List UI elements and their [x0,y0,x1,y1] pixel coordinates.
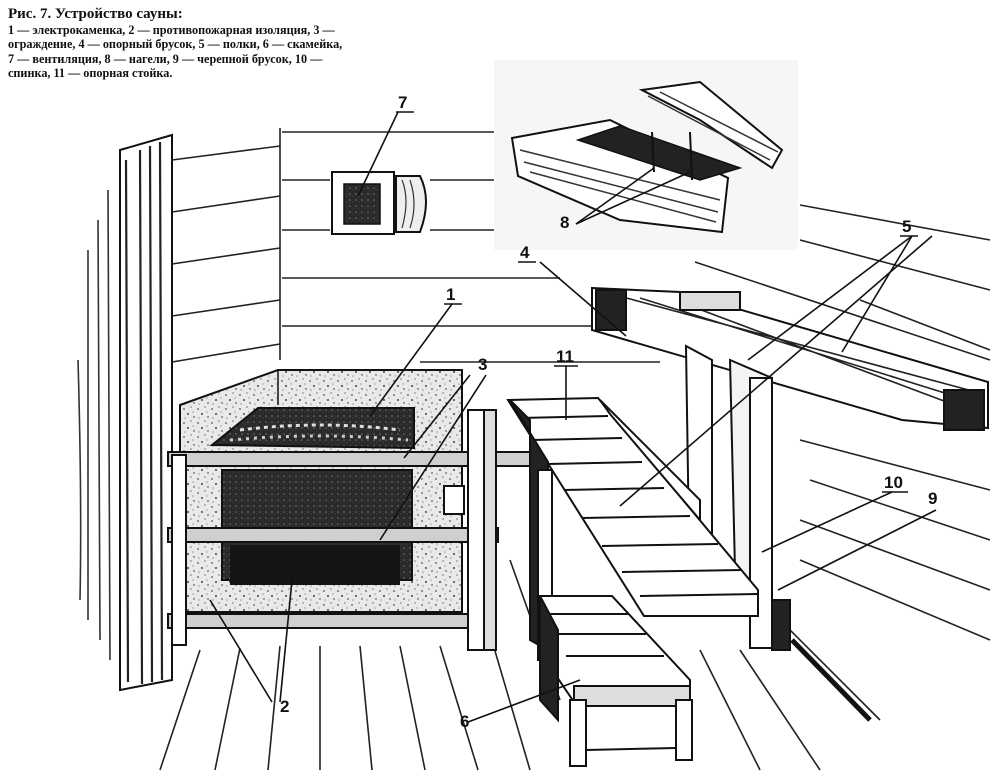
label-11: 11 [556,347,574,366]
floor-stick [790,638,872,722]
label-1: 1 [446,285,455,304]
label-5: 5 [902,217,911,236]
caption-title: Рис. 7. Устройство сауны: [8,6,183,22]
part-labels: 1 2 3 4 5 6 7 8 9 10 11 [280,93,937,731]
heater-guard [167,409,541,651]
label-7: 7 [398,93,407,112]
wall-boards [171,128,991,363]
label-3: 3 [478,355,487,374]
label-6: 6 [460,712,469,731]
label-4: 4 [520,243,530,262]
electric-heater [209,407,415,585]
wall-socket [443,485,465,515]
figure-caption: Рис. 7. Устройство сауны: 1 — электрокам… [8,6,348,80]
dowel-detail-inset [494,60,798,250]
label-9: 9 [928,489,937,508]
leader-lines [209,111,937,723]
ventilation-vent [331,171,427,235]
caption-legend: 1 — электрокаменка, 2 — противопожарная … [8,23,343,80]
small-bench [539,595,693,767]
label-8: 8 [560,213,569,232]
label-10: 10 [884,473,903,492]
label-2: 2 [280,697,289,716]
label-underlines [396,111,918,493]
corner-post [77,133,173,692]
